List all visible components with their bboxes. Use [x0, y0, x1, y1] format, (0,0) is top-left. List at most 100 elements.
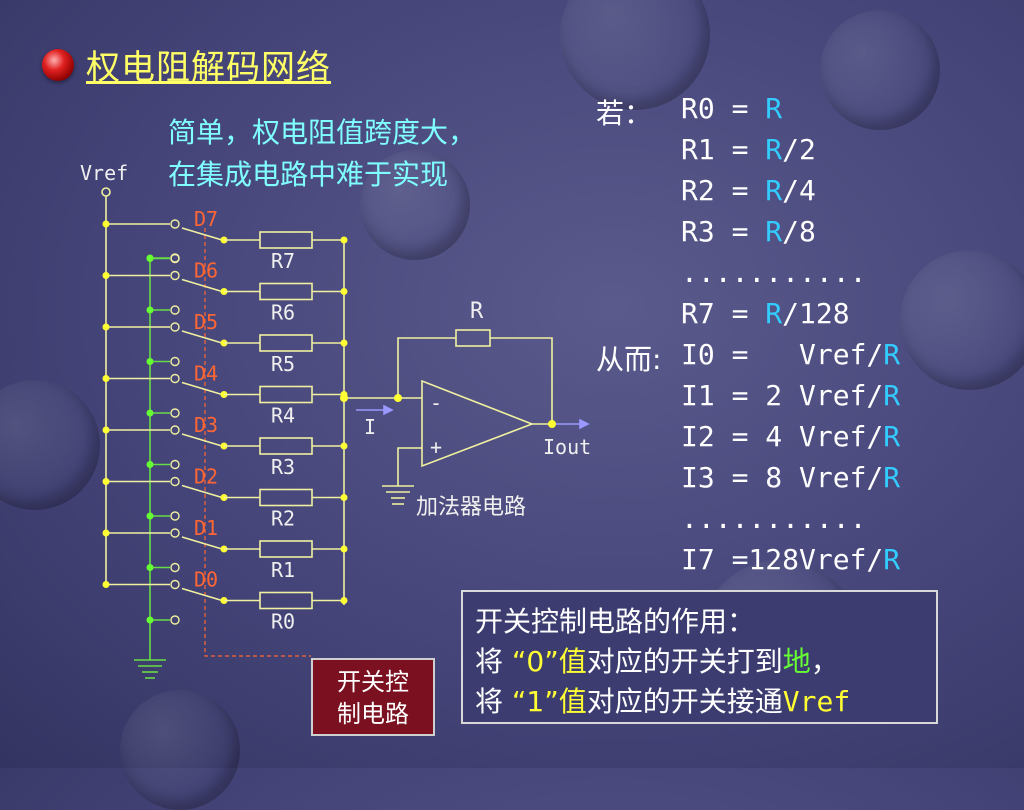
formula-row: I0 = Vref/R — [681, 338, 900, 371]
formula-suffix: /4 — [782, 174, 816, 207]
junction-dot — [146, 564, 154, 571]
info-line-zero-a: 将 — [475, 645, 512, 678]
switch-blade — [181, 381, 223, 396]
switch-label-d2: D2 — [194, 465, 218, 489]
resistor-label-r5: R5 — [271, 352, 295, 376]
switch-label-d5: D5 — [194, 310, 218, 334]
switch-contact-ground — [170, 305, 180, 315]
switch-blade — [181, 484, 223, 499]
resistor-label-r6: R6 — [271, 301, 295, 325]
formula-suffix: /8 — [782, 215, 816, 248]
minus-input-label: - — [430, 391, 442, 415]
formula-suffix: /2 — [782, 133, 816, 166]
formula-row: R7 = R/128 — [681, 297, 850, 330]
switch-contact-vref — [170, 579, 180, 590]
formula-row: I3 = 8 Vref/R — [681, 461, 900, 494]
junction-dot — [340, 442, 348, 450]
junction-dot — [102, 478, 110, 485]
resistor-r3 — [259, 437, 313, 455]
formula-r-symbol: R — [765, 215, 783, 248]
junction-dot — [340, 339, 348, 347]
formula-text: I2 = 4 Vref/ — [681, 420, 884, 453]
resistor-label-r0: R0 — [271, 610, 295, 634]
slide-title: 权电阻解码网络 — [86, 48, 331, 88]
switch-blade — [181, 330, 223, 344]
junction-dot — [102, 272, 110, 279]
bg-bubble — [120, 690, 240, 810]
formula-text: R7 = — [681, 297, 766, 330]
adder-circuit-label: 加法器电路 — [416, 495, 526, 520]
switch-label-d4: D4 — [194, 362, 218, 386]
switch-label-d6: D6 — [194, 259, 218, 283]
bg-bubble — [0, 380, 100, 510]
feedback-resistor-label: R — [470, 299, 484, 324]
formula-text: ........... — [681, 256, 867, 289]
switch-contact-vref — [170, 270, 180, 281]
info-line-zero-e: ， — [810, 645, 839, 678]
info-line-one-c: 对应的开关接通 — [586, 685, 783, 718]
note-line-2: 在集成电路中难于实现 — [168, 158, 449, 191]
switch-contact-ground — [170, 356, 180, 367]
note-text: 简单，权电阻值跨度大， 在集成电路中难于实现 — [168, 112, 476, 196]
bg-bubble — [820, 10, 940, 130]
info-line-one-b: “1”值 — [511, 685, 587, 718]
formula-text: ........... — [681, 502, 867, 535]
formula-row: ........... — [681, 502, 866, 535]
junction-dot — [102, 581, 110, 588]
switch-contact-vref — [170, 425, 180, 435]
junction-dot — [340, 391, 348, 398]
switch-blade — [181, 278, 223, 293]
formula-r-symbol: R — [765, 174, 783, 207]
junction-dot — [340, 494, 348, 501]
switch-contact-vref — [170, 219, 180, 229]
formula-r-symbol: R — [883, 420, 901, 453]
junction-dot — [146, 409, 154, 417]
formula-text: I1 = 2 Vref/ — [681, 379, 884, 412]
switch-contact-ground — [170, 562, 180, 573]
formula-row: I2 = 4 Vref/R — [681, 420, 900, 453]
formula-text: R2 = — [681, 174, 766, 207]
formula-row: I1 = 2 Vref/R — [681, 379, 900, 412]
formula-text: I3 = 8 Vref/ — [681, 461, 884, 494]
switch-label-d1: D1 — [194, 516, 218, 540]
resistor-r1 — [259, 540, 313, 558]
formula-r-symbol: R — [883, 379, 901, 412]
resistor-r0 — [259, 591, 313, 610]
info-line-one: 将 “1”值对应的开关接通Vref — [475, 682, 924, 722]
switch-contact-ground — [170, 511, 180, 521]
resistor-r4 — [259, 385, 313, 404]
switch-contact-ground — [170, 615, 180, 625]
resistor-r6 — [259, 282, 313, 301]
resistor-r7 — [259, 231, 313, 249]
junction-dot — [340, 236, 348, 244]
info-line-zero-d: 地 — [782, 645, 811, 678]
formula-r-symbol: R — [883, 461, 901, 494]
switch-control-line-2: 制电路 — [337, 700, 409, 728]
formula-r-symbol: R — [883, 543, 901, 576]
junction-dot — [102, 375, 110, 382]
formula-row: I7 =128Vref/R — [681, 543, 900, 576]
switch-blade — [181, 536, 223, 550]
switch-label-d7: D7 — [194, 207, 218, 231]
info-line-one-d: Vref — [782, 685, 851, 718]
switch-contact-ground — [170, 253, 180, 264]
resistor-r2 — [259, 488, 313, 507]
resistor-label-r2: R2 — [271, 507, 295, 531]
bg-bubble — [360, 150, 470, 260]
info-heading: 开关控制电路的作用： — [475, 605, 756, 638]
switch-label-d0: D0 — [194, 568, 218, 592]
resistor-label-r7: R7 — [271, 249, 295, 273]
formula-r-symbol: R — [765, 92, 783, 125]
formula-text: R0 = — [681, 92, 766, 125]
info-line-zero: 将 “0”值对应的开关打到地， — [475, 642, 924, 682]
formula-text: I7 =128Vref/ — [681, 543, 884, 576]
formula-text: R1 = — [681, 133, 766, 166]
switch-contact-vref — [170, 528, 180, 538]
junction-dot — [340, 545, 348, 553]
bg-bubble — [900, 250, 1024, 390]
formula-r-symbol: R — [765, 133, 783, 166]
junction-dot — [102, 323, 110, 331]
junction-dot — [146, 616, 154, 624]
red-ball-bullet-icon — [42, 48, 74, 81]
